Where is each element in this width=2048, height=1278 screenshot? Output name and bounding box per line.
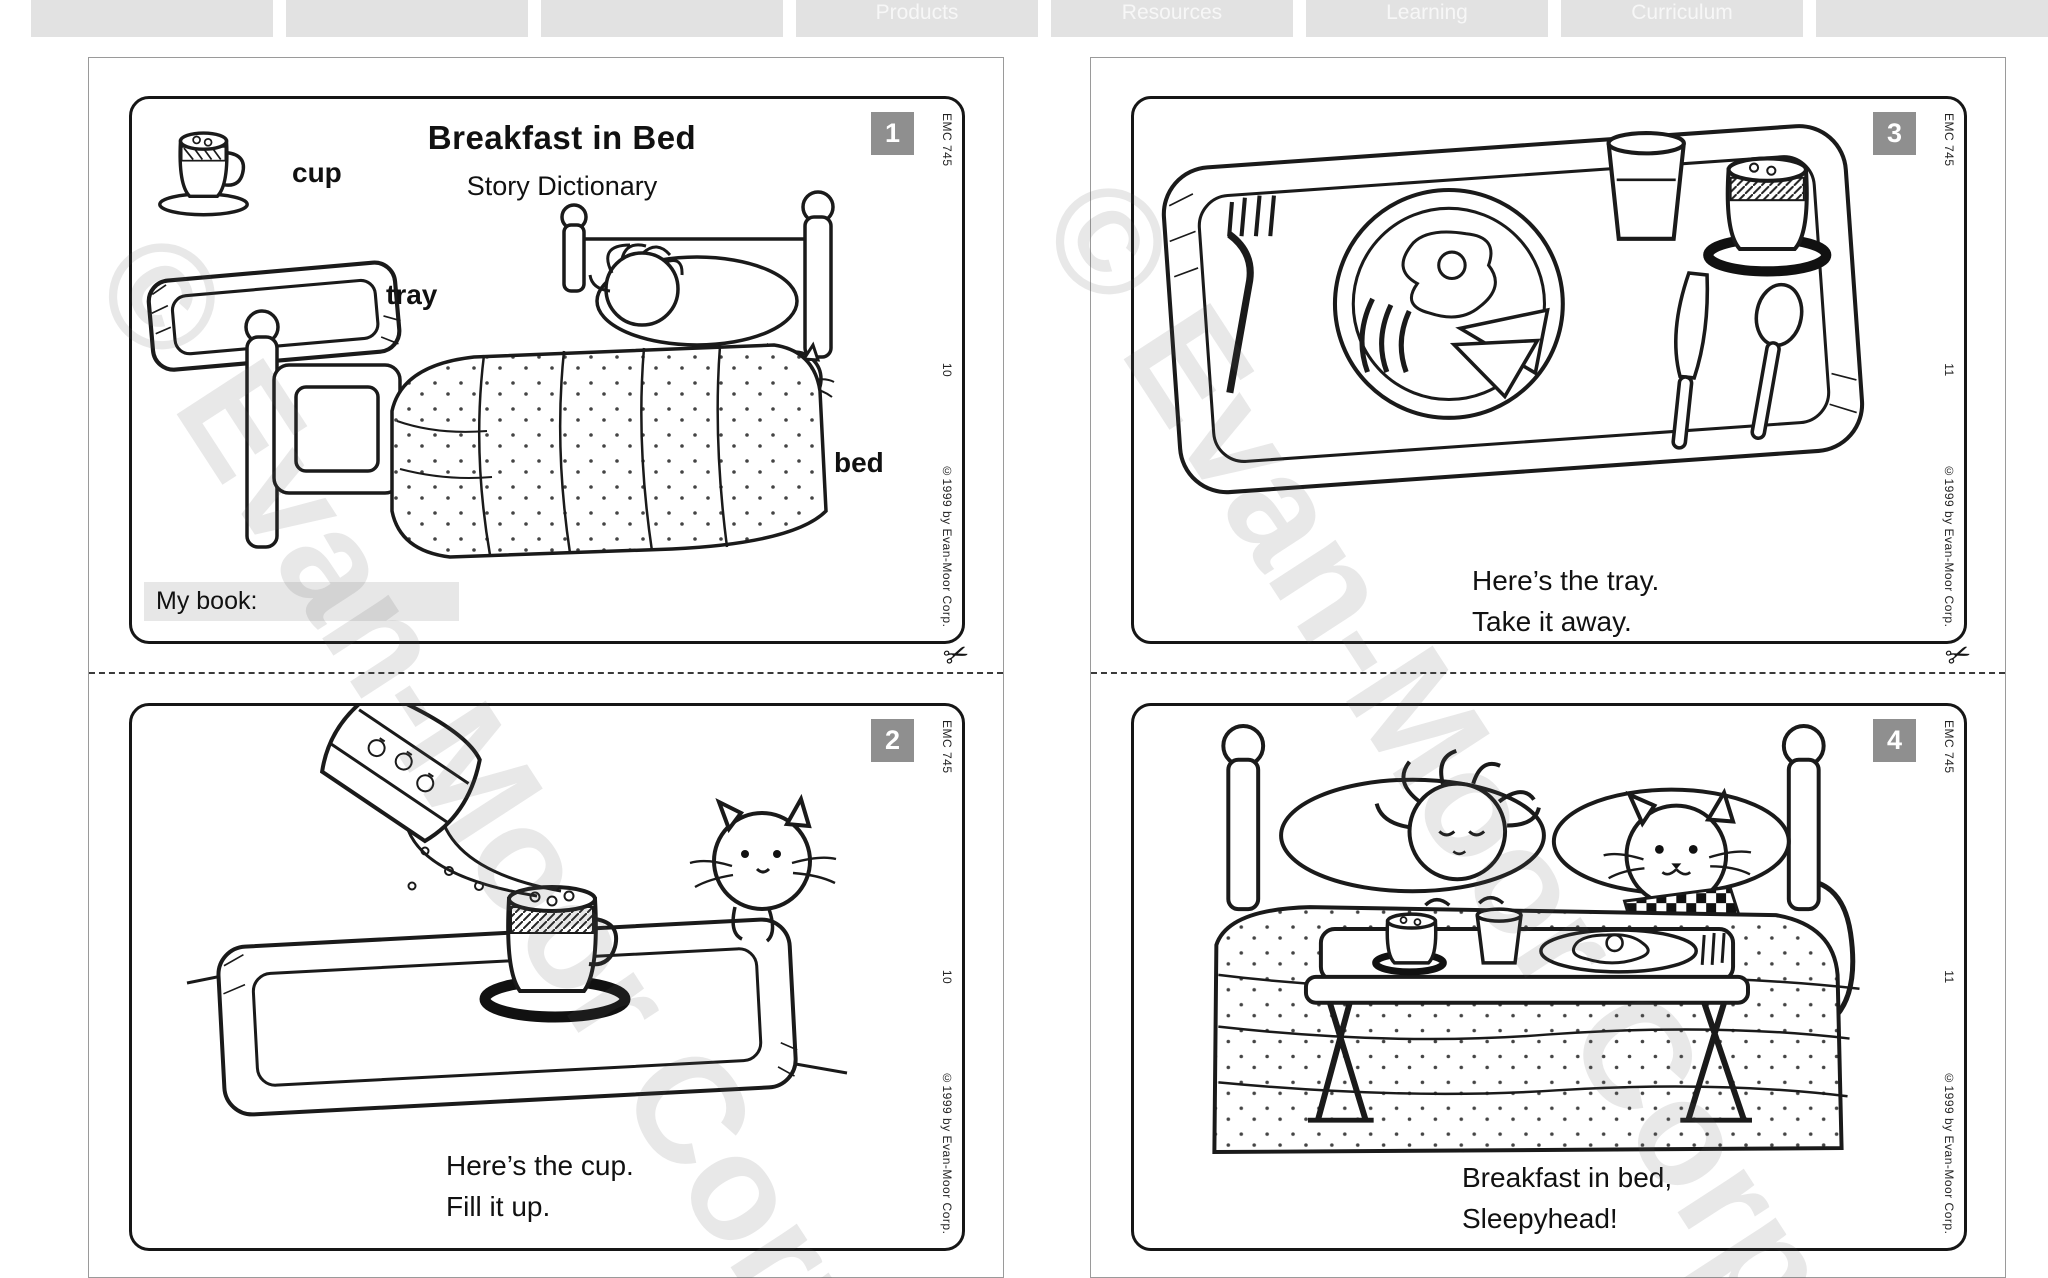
booklet-panel-1: cup Breakfast in Bed Story Dictionary tr…: [129, 96, 965, 644]
edge-copyright: ©1999 by Evan-Moor Corp.: [940, 463, 954, 627]
panel-caption: Here’s the cup. Fill it up.: [440, 1146, 640, 1228]
booklet-cover-heading: Breakfast in Bed Story Dictionary: [337, 119, 787, 202]
worksheet-page-right: © Evan-Moor Corp.: [1008, 57, 2006, 1278]
nav-tab-blank-4[interactable]: [1816, 0, 2048, 37]
vocab-label-tray: tray: [386, 279, 438, 310]
nav-tab-blank-1[interactable]: [31, 0, 273, 37]
nav-tab-curriculum[interactable]: Curriculum: [1561, 0, 1803, 37]
vocab-label-cup: cup: [292, 157, 342, 188]
caption-line-1: Here’s the tray.: [1472, 565, 1660, 596]
panel-number-badge: 4: [1873, 719, 1916, 762]
caption-line-2: Take it away.: [1472, 605, 1632, 637]
nav-tab-label: Curriculum: [1631, 1, 1733, 24]
edge-copyright: ©1999 by Evan-Moor Corp.: [1942, 1070, 1956, 1234]
breakfast-tray-illustration: [1159, 109, 1871, 509]
edge-emc-code: EMC 745: [940, 113, 954, 167]
booklet-panel-2: Here’s the cup. Fill it up. 2 EMC 745 10…: [129, 703, 965, 1251]
nav-tab-resources[interactable]: Resources: [1051, 0, 1293, 37]
panel-caption: Breakfast in bed, Sleepyhead!: [1456, 1158, 1679, 1240]
pouring-cup-illustration: [186, 706, 848, 1131]
nav-tab-label: Resources: [1121, 1, 1223, 24]
panel-caption: Here’s the tray. Take it away.: [1466, 561, 1666, 641]
nav-tab-blank-2[interactable]: [286, 0, 528, 37]
edge-emc-code: EMC 745: [1942, 113, 1956, 167]
scissors-icon: ✂: [1940, 635, 1976, 676]
booklet-panel-4: Breakfast in bed, Sleepyhead! 4 EMC 745 …: [1131, 703, 1967, 1251]
edge-page-number: 11: [1942, 363, 1956, 377]
nav-tab-products[interactable]: Products: [796, 0, 1038, 37]
caption-line-2: Fill it up.: [446, 1190, 551, 1222]
booklet-title: Breakfast in Bed: [427, 119, 697, 156]
caption-line-1: Here’s the cup.: [446, 1150, 634, 1181]
worksheet-page-left: © Evan-Moor Corp. cup Breakfast in Bed S…: [61, 57, 1004, 1278]
panel-number-badge: 2: [871, 719, 914, 762]
nav-tab-learning[interactable]: Learning: [1306, 0, 1548, 37]
edge-page-number: 10: [940, 969, 954, 985]
top-nav: Products Resources Learning Curriculum: [0, 0, 2048, 37]
vocab-label-bed: bed: [834, 447, 884, 478]
edge-emc-code: EMC 745: [940, 720, 954, 774]
edge-emc-code: EMC 745: [1942, 720, 1956, 774]
edge-page-number: 10: [940, 362, 954, 378]
panel-number-badge: 1: [871, 112, 914, 155]
cup-illustration: [146, 111, 261, 223]
caption-line-1: Breakfast in bed,: [1462, 1162, 1673, 1193]
nav-tab-label: Products: [875, 1, 959, 24]
my-book-line: My book:: [144, 582, 459, 621]
cut-line: ✂: [1091, 636, 2005, 675]
edge-copyright: ©1999 by Evan-Moor Corp.: [1942, 463, 1956, 627]
booklet-subtitle: Story Dictionary: [466, 171, 658, 201]
edge-copyright: ©1999 by Evan-Moor Corp.: [940, 1070, 954, 1234]
panel-number-badge: 3: [1873, 112, 1916, 155]
nav-tab-label: Learning: [1386, 1, 1468, 24]
bed-scene-illustration: [222, 169, 882, 574]
caption-line-2: Sleepyhead!: [1462, 1202, 1618, 1234]
scissors-icon: ✂: [938, 635, 974, 676]
cut-line: ✂: [89, 636, 1003, 675]
edge-page-number: 11: [1942, 970, 1956, 984]
nav-tab-blank-3[interactable]: [541, 0, 783, 37]
booklet-panel-3: Here’s the tray. Take it away. 3 EMC 745…: [1131, 96, 1967, 644]
breakfast-in-bed-illustration: [1152, 714, 1892, 1162]
